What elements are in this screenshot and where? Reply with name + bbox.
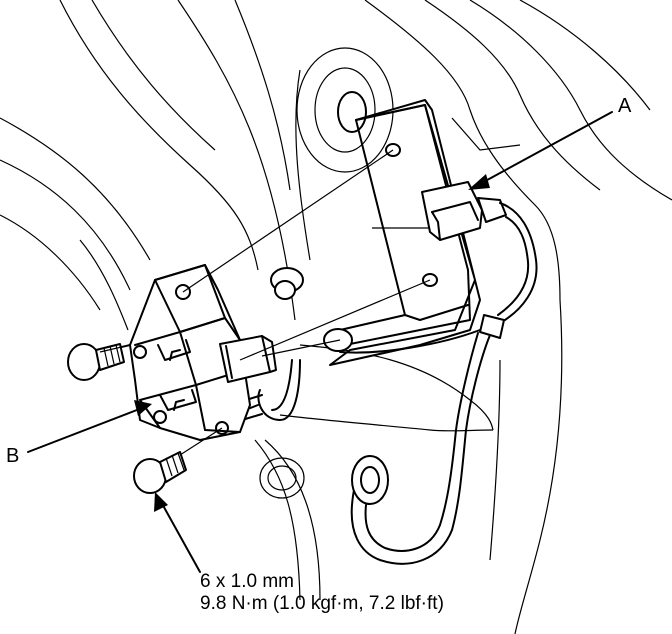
leader-arrow-torque <box>154 492 201 573</box>
assembly-guide-lines <box>99 149 431 456</box>
wire-harness <box>239 202 538 565</box>
leader-arrow-b <box>27 400 152 453</box>
callout-label-a: A <box>618 95 632 117</box>
bolt-upper <box>67 343 131 381</box>
fastener-spec: 6 x 1.0 mm 9.8 N·m (1.0 kgf·m, 7.2 lbf·f… <box>200 571 444 615</box>
panel-hole-lower <box>259 457 305 499</box>
bolt-lower <box>133 451 187 494</box>
panel-boss-top <box>296 47 394 173</box>
callout-label-b: B <box>6 445 20 467</box>
mounting-bracket <box>329 99 481 366</box>
leader-arrow-a <box>468 111 613 190</box>
connector-a <box>421 181 507 241</box>
torque-spec-text: 9.8 N·m (1.0 kgf·m, 7.2 lbf·ft) <box>200 593 444 614</box>
control-unit-b <box>129 264 277 441</box>
bolt-size-text: 6 x 1.0 mm <box>200 571 294 592</box>
bracket-stud <box>270 267 353 352</box>
